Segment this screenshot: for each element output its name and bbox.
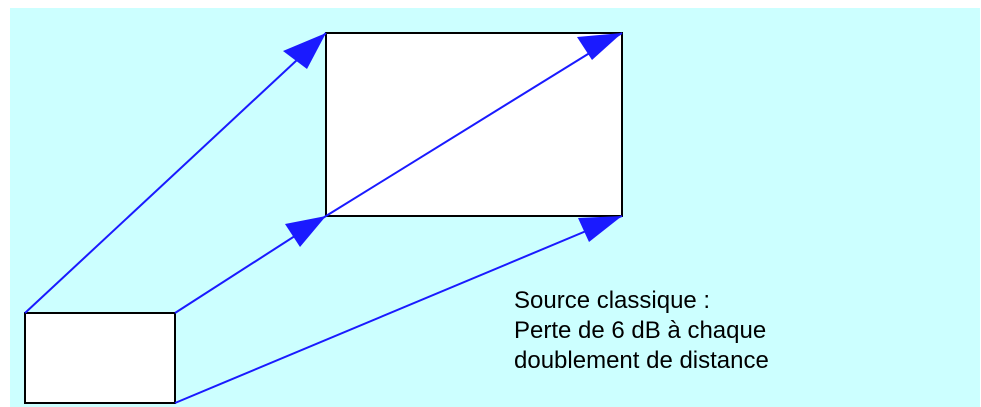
ray-top-left	[24, 32, 327, 314]
near-area-square	[24, 312, 176, 404]
arrowhead-top-right	[285, 216, 326, 247]
arrowhead-diagonal	[577, 33, 622, 60]
ray-diagonal	[325, 32, 623, 217]
arrowhead-bottom-right	[578, 216, 622, 242]
arrowhead-top-left	[283, 33, 326, 69]
caption-line-1: Source classique :	[514, 287, 711, 314]
caption-line-3: doublement de distance	[514, 347, 769, 374]
caption-text: Source classique : Perte de 6 dB à chaqu…	[514, 286, 954, 376]
caption-line-2: Perte de 6 dB à chaque	[514, 317, 767, 344]
ray-bottom-right	[174, 215, 623, 404]
